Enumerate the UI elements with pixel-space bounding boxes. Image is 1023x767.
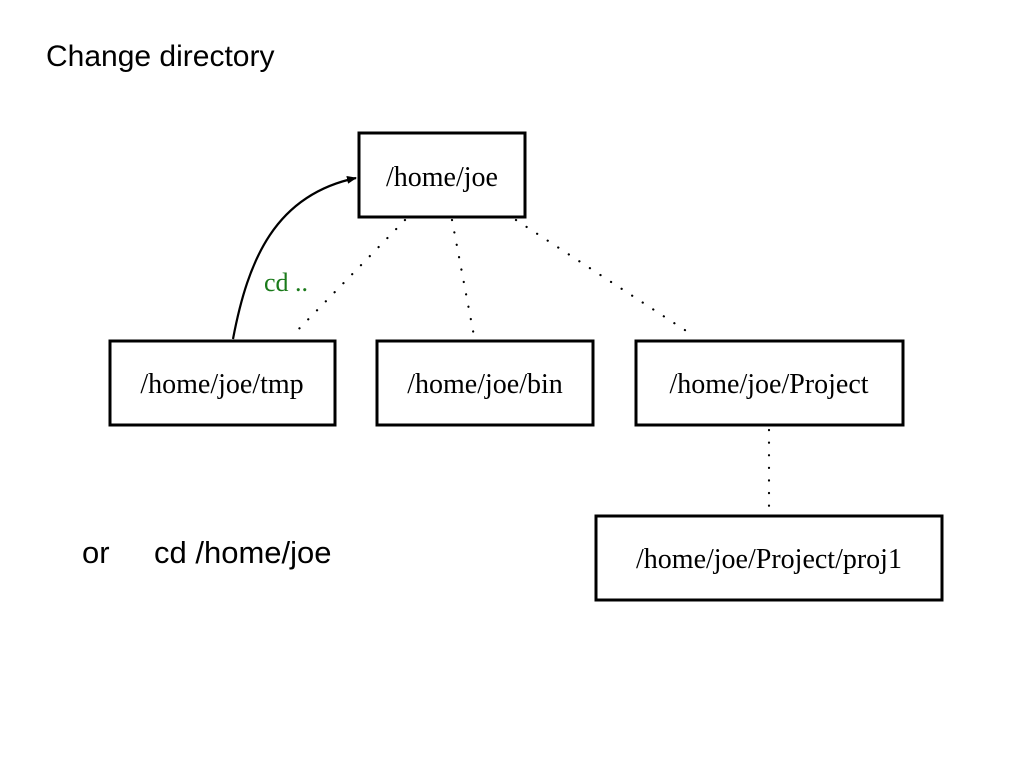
node-label-home-joe: /home/joe [386,162,498,193]
alternative-command: cd /home/joe [154,535,332,570]
node-home-joe-bin[interactable]: /home/joe/bin [375,339,595,427]
node-home-joe-project-proj1[interactable]: /home/joe/Project/proj1 [594,514,944,602]
node-box [357,131,527,219]
alternative-prefix: or [82,535,110,570]
node-label-home-joe-tmp: /home/joe/tmp [140,369,303,400]
node-label-home-joe-bin: /home/joe/bin [407,369,563,400]
node-home-joe-project[interactable]: /home/joe/Project [634,339,905,427]
node-label-home-joe-project: /home/joe/Project [669,369,868,400]
connector-root-tmp [290,218,407,338]
connector-root-project [514,218,696,338]
cd-parent-arrow [231,175,357,340]
edge-label-cd-parent: cd .. [264,268,308,297]
connector-root-bin [450,218,476,338]
node-box [634,339,905,427]
node-home-joe-tmp[interactable]: /home/joe/tmp [108,339,337,427]
tree-connectors [290,218,771,514]
node-box [375,339,595,427]
slide-title: Change directory [46,40,275,73]
node-box [594,514,944,602]
node-label-home-joe-project-proj1: /home/joe/Project/proj1 [636,544,902,575]
node-home-joe[interactable]: /home/joe [357,131,527,219]
node-box [108,339,337,427]
